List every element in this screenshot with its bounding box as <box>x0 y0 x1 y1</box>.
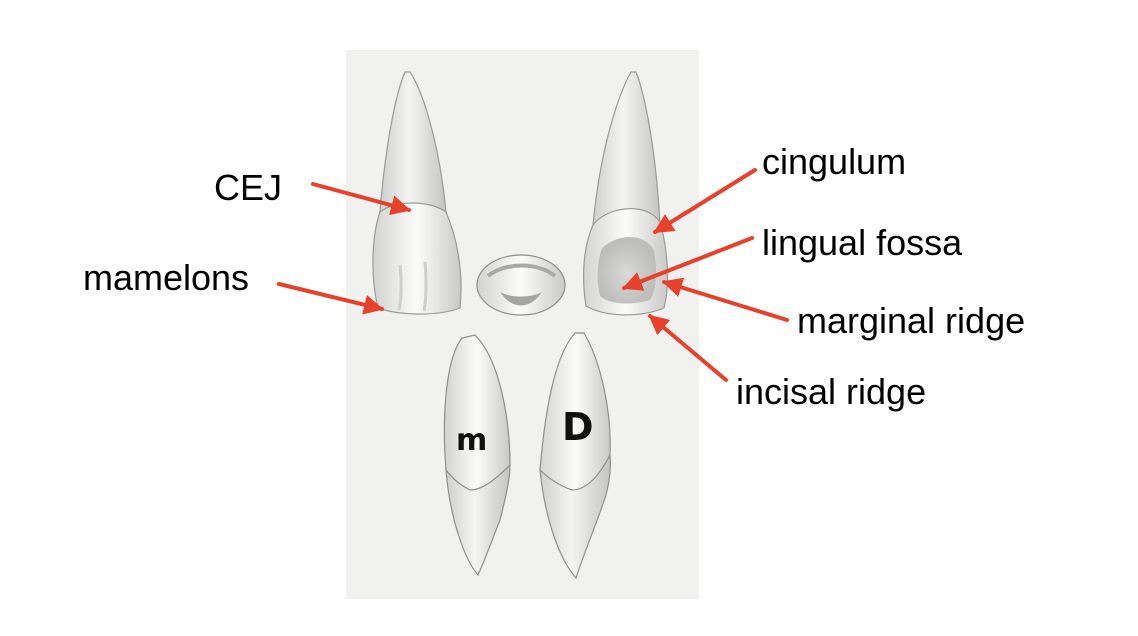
label-lingual-fossa: lingual fossa <box>762 222 963 263</box>
incisal-view-tooth <box>476 254 566 316</box>
arrow-cingulum <box>653 168 757 234</box>
lingual-root <box>592 71 661 226</box>
distal-root <box>539 452 611 580</box>
arrow-incisal-ridge <box>648 314 728 382</box>
label-cingulum: cingulum <box>762 141 907 182</box>
arrow-lingual-fossa <box>622 236 754 291</box>
mesial-root <box>445 463 511 577</box>
mesial-mark: m <box>456 423 487 458</box>
facial-root <box>379 71 447 213</box>
facial-crown <box>372 202 462 315</box>
mesial-view-tooth <box>443 334 511 577</box>
label-incisal-ridge: incisal ridge <box>736 371 927 412</box>
lingual-fossa-shape <box>597 236 657 304</box>
distal-mark: D <box>562 405 594 449</box>
arrow-cej <box>311 182 411 215</box>
distal-view-tooth <box>539 332 611 580</box>
arrow-mamelons <box>277 282 384 315</box>
arrow-marginal-ridge <box>662 277 789 322</box>
label-mamelons: mamelons <box>83 257 250 298</box>
facial-view-tooth <box>372 71 462 315</box>
label-marginal-ridge: marginal ridge <box>797 300 1026 341</box>
label-cej: CEJ <box>214 167 283 208</box>
lingual-view-tooth <box>583 71 669 316</box>
